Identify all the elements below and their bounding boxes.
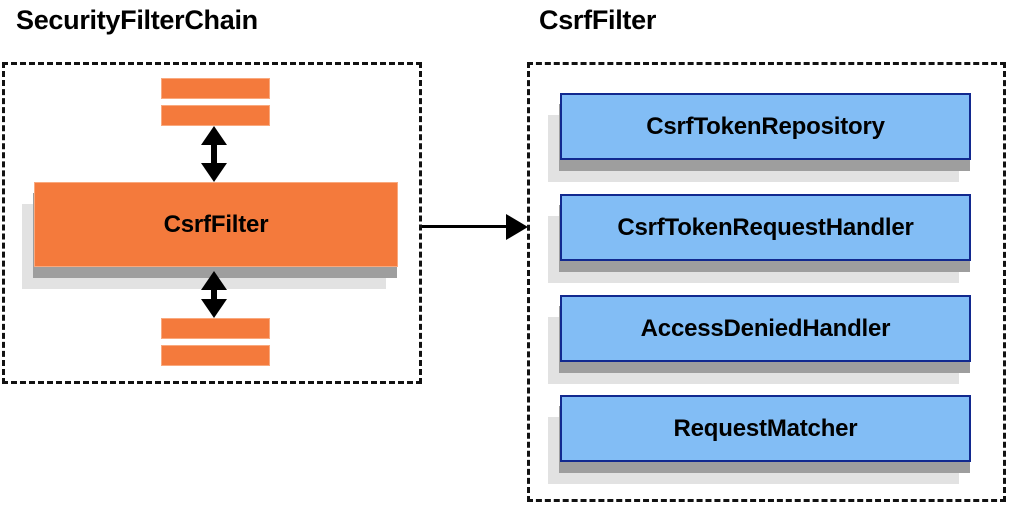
filter-stub-below-1 — [161, 318, 270, 339]
arrow-line-above — [211, 140, 217, 168]
arrow-up-head-below — [201, 271, 227, 290]
group-title-security-filter-chain: SecurityFilterChain — [16, 5, 258, 35]
group-title-csrf-filter: CsrfFilter — [539, 5, 657, 35]
filter-stub-above-1 — [161, 78, 270, 99]
node-csrf-token-repository[interactable]: CsrfTokenRepository — [560, 93, 971, 160]
security-filter-chain-container — [2, 62, 422, 384]
connector-arrow-line — [422, 225, 508, 228]
filter-stub-above-2 — [161, 105, 270, 126]
node-request-matcher[interactable]: RequestMatcher — [560, 395, 971, 462]
connector-arrow-head-icon — [506, 214, 528, 240]
csrf-filter-container — [527, 62, 1006, 502]
filter-stub-below-2 — [161, 345, 270, 366]
arrow-down-head-below — [201, 299, 227, 318]
node-access-denied-handler[interactable]: AccessDeniedHandler — [560, 295, 971, 362]
arrow-down-head-above — [201, 163, 227, 182]
arrow-line-below — [211, 285, 217, 303]
arrow-up-head-above — [201, 126, 227, 145]
node-csrf-filter[interactable]: CsrfFilter — [34, 182, 398, 267]
node-csrf-token-request-handler[interactable]: CsrfTokenRequestHandler — [560, 194, 971, 261]
